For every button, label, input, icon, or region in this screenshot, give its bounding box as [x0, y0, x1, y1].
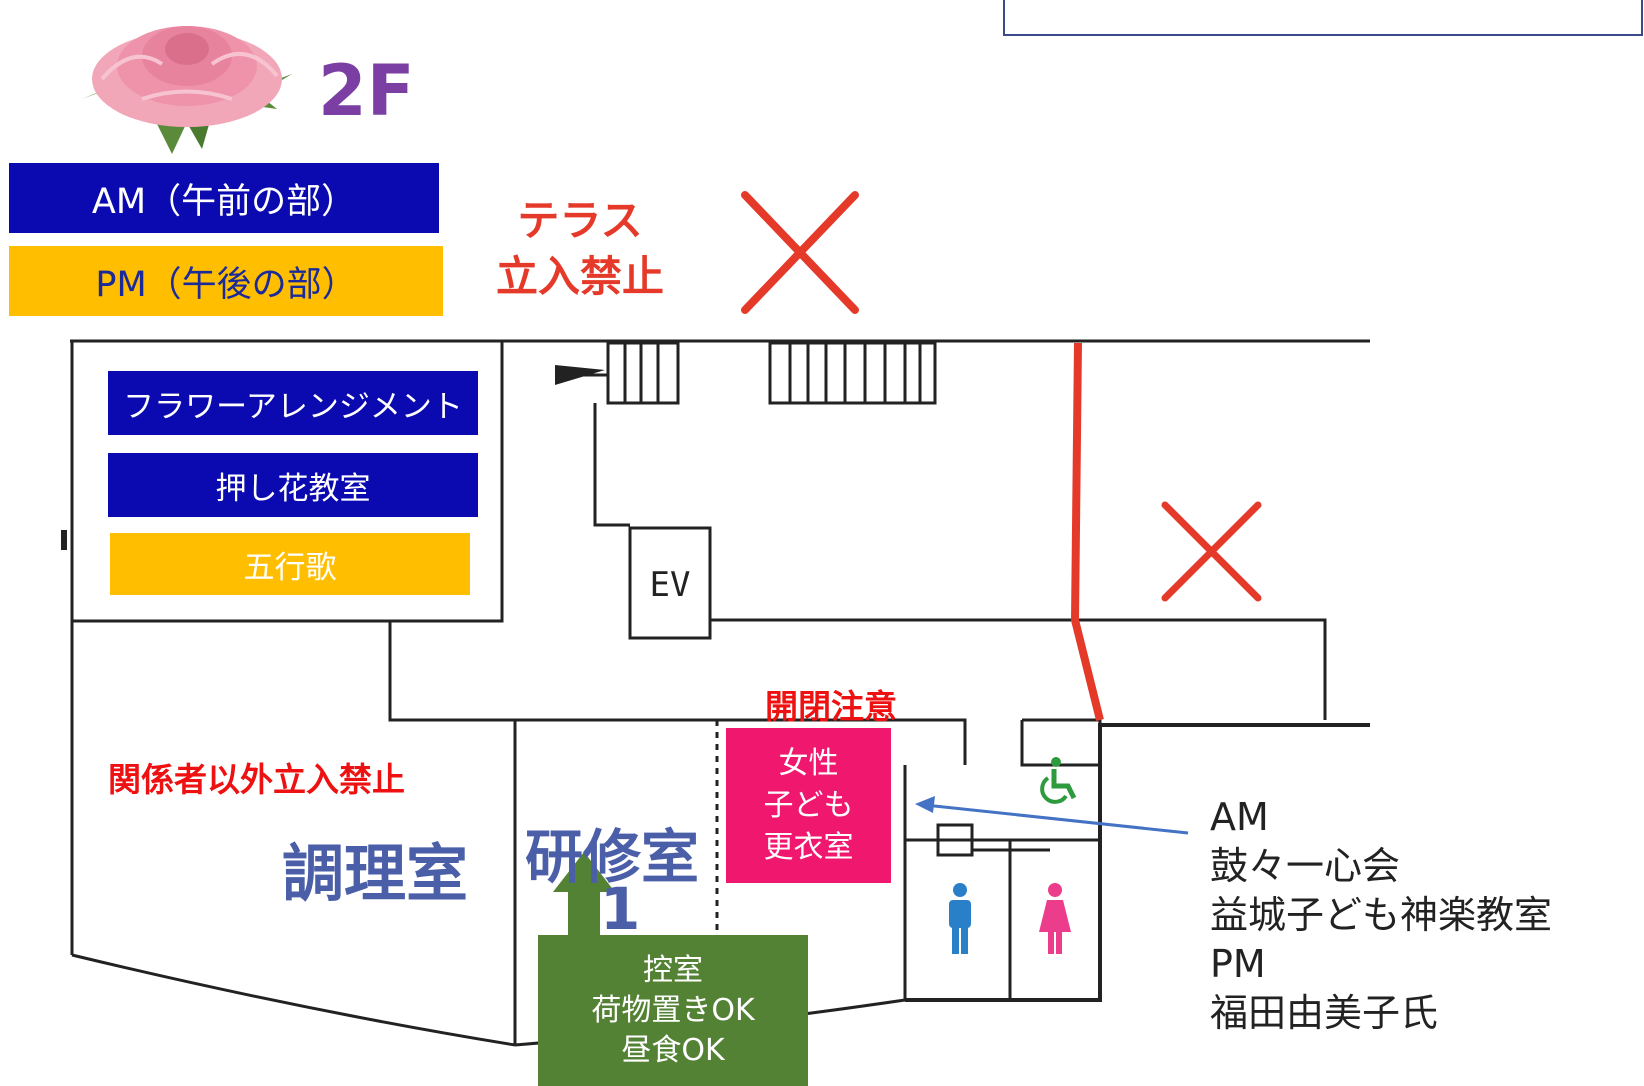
changing-room-box: 女性 子ども 更衣室 [726, 728, 891, 883]
legend-pm: PM（午後の部） [9, 246, 443, 316]
no-entry-x-terrace [741, 191, 859, 314]
schedule-am-label: AM [1210, 795, 1269, 839]
mens-restroom-icon [949, 883, 971, 954]
staff-only-notice: 関係者以外立入禁止 [108, 760, 405, 799]
floor-label: 2F [318, 50, 415, 132]
no-entry-x-right [1161, 501, 1262, 602]
elevator-label: EV [649, 565, 691, 605]
tag-gogyoka: 五行歌 [110, 533, 470, 595]
schedule-am-item: 益城子ども神楽教室 [1210, 893, 1553, 937]
terrace-title: テラス [517, 196, 643, 245]
tag-pressed-flower: 押し花教室 [108, 453, 478, 517]
room-left-outline [70, 339, 504, 623]
legend-am: AM（午前の部） [9, 163, 439, 233]
schedule-info: AM 鼓々一心会 益城子ども神楽教室 PM 福田由美子氏 [1210, 793, 1552, 1038]
training-room-label: 研修室 [525, 823, 700, 891]
schedule-am-item: 鼓々一心会 [1210, 844, 1401, 888]
waiting-room-box: 控室 荷物置きOK 昼食OK [538, 935, 808, 1086]
waiting-room-line3: 昼食OK [621, 1032, 725, 1068]
terrace-notice: テラス 立入禁止 [480, 193, 680, 305]
door-caution: 開閉注意 [765, 687, 897, 726]
waiting-room-line2: 荷物置きOK [591, 992, 755, 1028]
wheelchair-icon [1040, 757, 1077, 804]
stairs-large [768, 341, 937, 405]
kitchen-label: 調理室 [282, 837, 469, 910]
changing-room-line3: 更衣室 [763, 829, 854, 865]
barrier-line [1070, 342, 1104, 721]
terrace-no-entry: 立入禁止 [495, 252, 664, 301]
training-room-number: 1 [600, 875, 641, 943]
elevator-box [628, 526, 712, 640]
schedule-pm-item: 福田由美子氏 [1210, 991, 1439, 1035]
peony-flower-icon [82, 26, 292, 154]
changing-room-line1: 女性 [778, 745, 839, 781]
changing-room-line2: 子ども [763, 787, 854, 823]
waiting-room-arrow [553, 852, 615, 935]
top-info-frame [1003, 0, 1643, 36]
schedule-pm-label: PM [1210, 942, 1266, 986]
stairs-small [606, 341, 680, 405]
tag-flower-arrangement: フラワーアレンジメント [108, 371, 478, 435]
womens-restroom-icon [1039, 883, 1071, 954]
waiting-room-line1: 控室 [643, 952, 703, 988]
